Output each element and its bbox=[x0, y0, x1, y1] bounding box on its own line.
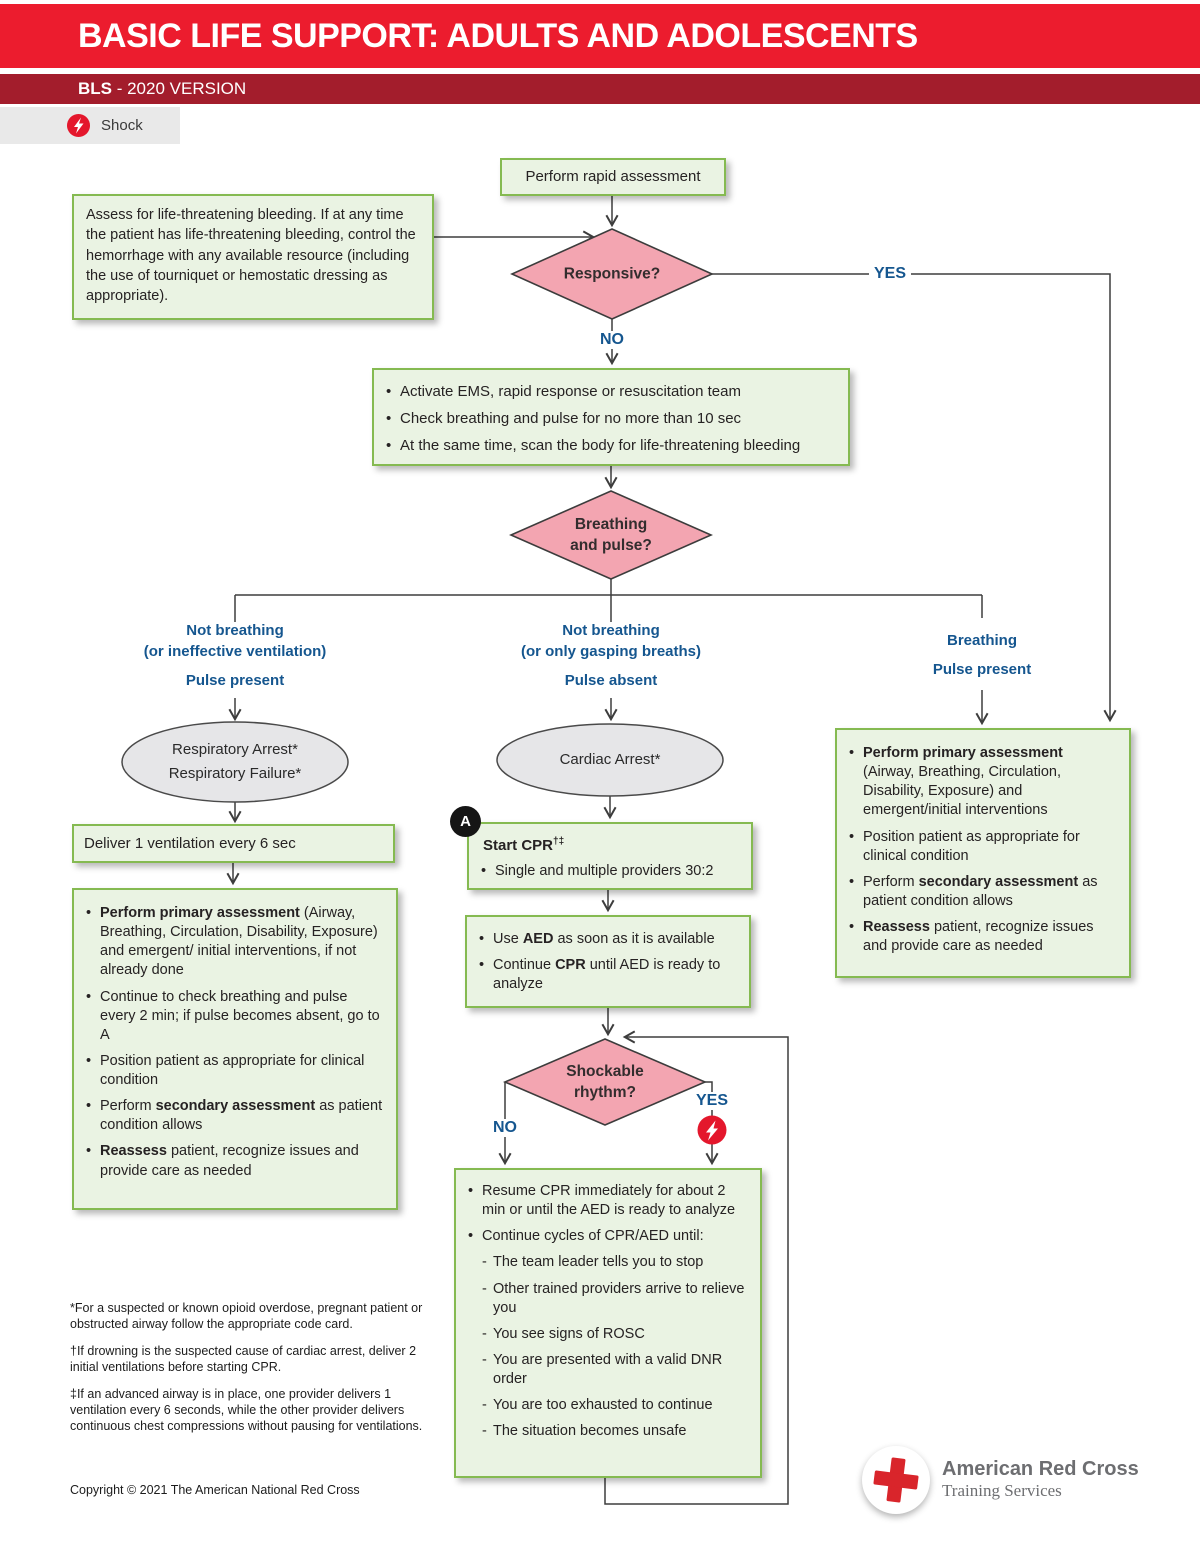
activate-ems-box: •Activate EMS, rapid response or resusci… bbox=[372, 368, 850, 466]
branch-not-breathing-pulse-present: Not breathing (or ineffective ventilatio… bbox=[143, 622, 327, 689]
list-item: -The situation becomes unsafe bbox=[482, 1423, 687, 1440]
red-cross-icon bbox=[862, 1446, 930, 1514]
list-item: •Activate EMS, rapid response or resusci… bbox=[386, 383, 741, 400]
logo-org-name: American Red Cross bbox=[942, 1458, 1139, 1480]
list-item: •Check breathing and pulse for no more t… bbox=[386, 409, 742, 427]
list-item: •Single and multiple providers 30:2 bbox=[481, 862, 714, 879]
use-aed-list: •Use AED as soon as it is available •Cont… bbox=[479, 930, 737, 994]
deliver-ventilation-text: Deliver 1 ventilation every 6 sec bbox=[84, 834, 296, 852]
list-item: •Position patient as appropriate for cli… bbox=[86, 1052, 365, 1088]
breathing-pulse-diamond bbox=[509, 490, 713, 580]
list-item: -You see signs of ROSC bbox=[482, 1325, 645, 1342]
branch-not-breathing-pulse-absent: Not breathing (or only gasping breaths) … bbox=[520, 622, 701, 689]
respiratory-care-list: •Perform primary assessment (Airway, Bre… bbox=[86, 904, 384, 1181]
shock-tab-label: Shock bbox=[101, 117, 143, 134]
title-bar: BASIC LIFE SUPPORT: ADULTS AND ADOLESCEN… bbox=[0, 4, 1200, 68]
shock-tab: Shock bbox=[0, 107, 180, 144]
resume-cpr-box: •Resume CPR immediately for about 2 min … bbox=[454, 1168, 762, 1478]
copyright-text: Copyright © 2021 The American National R… bbox=[70, 1483, 360, 1497]
list-item: •Continue to check breathing and pulse e… bbox=[86, 988, 380, 1043]
footnote-dagger: †If drowning is the suspected cause of c… bbox=[70, 1344, 417, 1374]
use-aed-box: •Use AED as soon as it is available •Cont… bbox=[465, 915, 751, 1008]
footnote-double-dagger: ‡If an advanced airway is in place, one … bbox=[70, 1387, 423, 1433]
list-item: -You are presented with a valid DNR orde… bbox=[482, 1351, 723, 1387]
list-item: •Continue cycles of CPR/AED until: bbox=[468, 1228, 704, 1245]
breathing-care-box: •Perform primary assessment (Airway, Bre… bbox=[835, 728, 1131, 978]
responsive-diamond bbox=[510, 228, 714, 320]
list-item: •Perform primary assessment (Airway, Bre… bbox=[86, 905, 378, 979]
responsive-question: Responsive? bbox=[563, 265, 661, 283]
breathing-care-list: •Perform primary assessment (Airway, Bre… bbox=[849, 744, 1117, 956]
page-title: BASIC LIFE SUPPORT: ADULTS AND ADOLESCEN… bbox=[78, 16, 918, 55]
list-item: •Reassess patient, recognize issues and … bbox=[849, 919, 1094, 955]
state-ovals bbox=[121, 721, 724, 803]
footnotes: *For a suspected or known opioid overdos… bbox=[70, 1300, 438, 1445]
start-cpr-list: •Single and multiple providers 30:2 bbox=[481, 862, 739, 881]
rapid-assessment-text: Perform rapid assessment bbox=[525, 168, 701, 186]
lightning-shock-icon bbox=[67, 114, 90, 137]
list-item: •Use AED as soon as it is available bbox=[479, 931, 715, 947]
shockable-no-label: NO bbox=[488, 1119, 522, 1137]
activate-ems-list: •Activate EMS, rapid response or resusci… bbox=[386, 382, 836, 455]
list-item: •Reassess patient, recognize issues and … bbox=[86, 1143, 359, 1179]
deliver-ventilation-box: Deliver 1 ventilation every 6 sec bbox=[72, 824, 395, 863]
respiratory-arrest-oval bbox=[121, 721, 349, 803]
reference-a-badge: A bbox=[450, 806, 481, 837]
cardiac-arrest-label: Cardiac Arrest* bbox=[559, 751, 661, 768]
shockable-rhythm-diamond bbox=[502, 1038, 708, 1126]
version-label: BLS - 2020 VERSION bbox=[78, 79, 247, 98]
bleeding-note-box: Assess for life-threatening bleeding. If… bbox=[72, 194, 434, 320]
respiratory-arrest-label: Respiratory Arrest*Respiratory Failure* bbox=[168, 741, 302, 782]
list-item: -The team leader tells you to stop bbox=[482, 1254, 704, 1271]
lightning-shock-icon bbox=[697, 1115, 727, 1145]
branch-breathing-pulse-present: Breathing Pulse present bbox=[932, 632, 1032, 678]
start-cpr-box: Start CPR†‡ •Single and multiple provide… bbox=[467, 822, 753, 890]
list-item: •Resume CPR immediately for about 2 min … bbox=[468, 1183, 736, 1219]
list-item: •Position patient as appropriate for cli… bbox=[849, 828, 1080, 864]
responsive-yes-label: YES bbox=[868, 265, 912, 283]
shockable-yes-label: YES bbox=[690, 1092, 734, 1110]
responsive-no-label: NO bbox=[595, 331, 629, 349]
list-item: •Continue CPR until AED is ready to anal… bbox=[479, 957, 721, 993]
respiratory-care-box: •Perform primary assessment (Airway, Bre… bbox=[72, 888, 398, 1210]
version-bar: BLS - 2020 VERSION bbox=[0, 74, 1200, 104]
start-cpr-title: Start CPR†‡ bbox=[483, 836, 565, 854]
list-item: •Perform secondary assessment as patient… bbox=[86, 1098, 383, 1134]
cardiac-arrest-oval bbox=[496, 723, 724, 797]
footnote-asterisk: *For a suspected or known opioid overdos… bbox=[70, 1301, 423, 1331]
list-item: -Other trained providers arrive to relie… bbox=[482, 1280, 745, 1316]
list-item: •Perform primary assessment (Airway, Bre… bbox=[849, 745, 1063, 819]
rapid-assessment-box: Perform rapid assessment bbox=[500, 158, 726, 196]
list-item: •At the same time, scan the body for lif… bbox=[386, 436, 801, 454]
bleeding-note-text: Assess for life-threatening bleeding. If… bbox=[86, 207, 416, 305]
logo-division-name: Training Services bbox=[942, 1481, 1062, 1500]
decision-diamonds bbox=[502, 228, 714, 1126]
list-item: •Perform secondary assessment as patient… bbox=[849, 873, 1098, 909]
resume-cpr-list: •Resume CPR immediately for about 2 min … bbox=[468, 1182, 748, 1441]
list-item: -You are too exhausted to continue bbox=[482, 1397, 713, 1414]
